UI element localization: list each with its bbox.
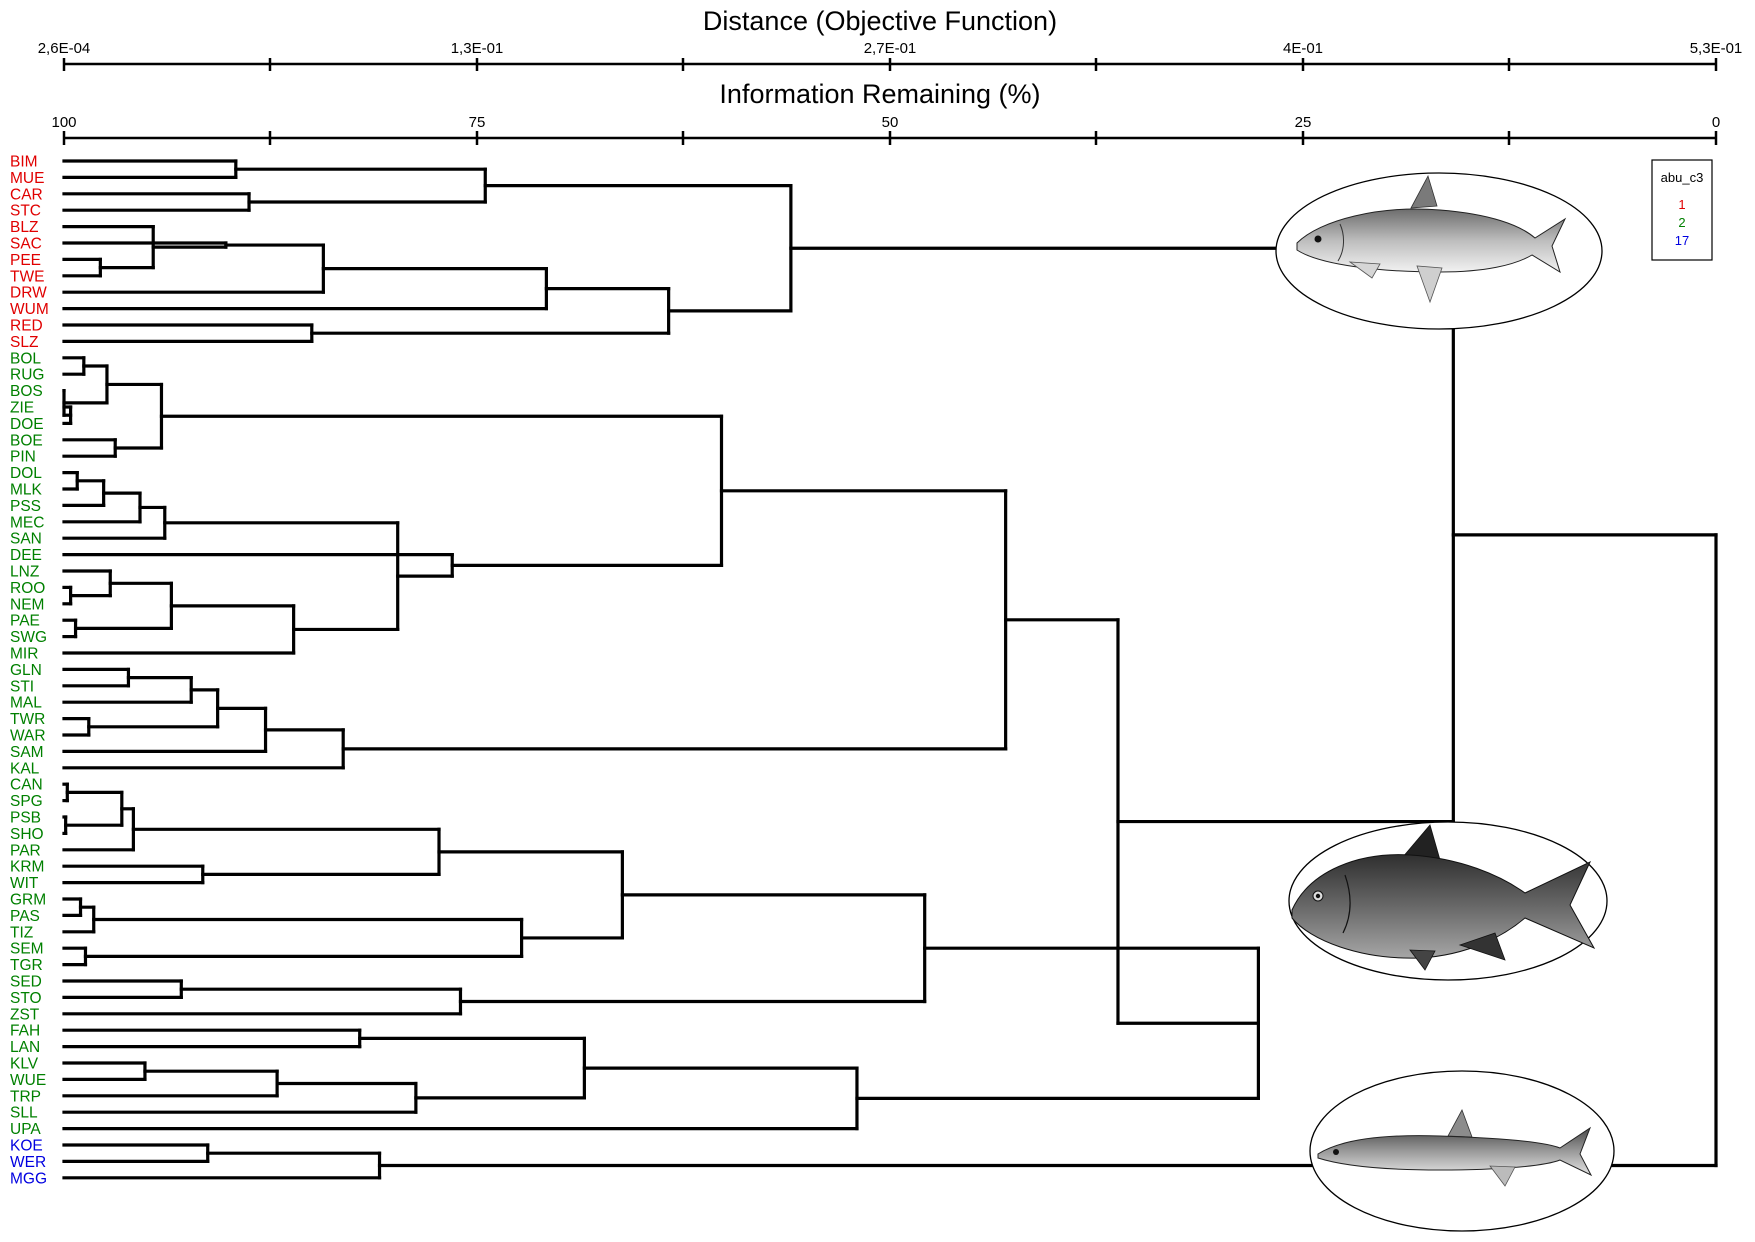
distance-tick-label: 5,3E-01: [1690, 40, 1743, 57]
leaf-label: GLN: [10, 662, 42, 679]
leaf-label: DOL: [10, 465, 42, 482]
leaf-label: TRP: [10, 1088, 41, 1105]
leaf-label: DOE: [10, 416, 44, 433]
leaf-label: MIR: [10, 646, 38, 663]
leaf-label: BOL: [10, 350, 41, 367]
leaf-label: UPA: [10, 1121, 41, 1138]
legend: abu_c3 1 2 17: [1652, 160, 1712, 260]
leaf-label: PEE: [10, 252, 41, 269]
legend-entry: 2: [1678, 215, 1685, 230]
leaf-label: DRW: [10, 285, 47, 302]
leaf-label: MLK: [10, 482, 43, 499]
leaf-label: MGG: [10, 1170, 47, 1187]
leaf-label: STO: [10, 990, 42, 1007]
distance-tick-label: 2,7E-01: [864, 40, 917, 57]
leaf-label: TWE: [10, 268, 44, 285]
leaf-label: GRM: [10, 892, 46, 909]
leaf-label: SAC: [10, 236, 42, 253]
leaf-label: TWR: [10, 711, 45, 728]
leaf-label: PAS: [10, 908, 40, 925]
legend-title: abu_c3: [1661, 170, 1704, 185]
leaf-label: MAL: [10, 695, 42, 712]
leaf-label: KRM: [10, 859, 44, 876]
leaf-label: WIT: [10, 875, 39, 892]
leaf-label: DEE: [10, 547, 42, 564]
information-tick-label: 50: [882, 114, 899, 131]
leaf-label: SHO: [10, 826, 44, 843]
leaf-label: MUE: [10, 170, 44, 187]
leaf-label: STI: [10, 678, 34, 695]
leaf-label: SPG: [10, 793, 43, 810]
smelt-illustration: [1310, 1071, 1614, 1231]
whitefish-illustration: [1276, 173, 1602, 329]
leaf-label: CAN: [10, 777, 43, 794]
leaf-labels: BIMMUECARSTCBLZSACPEETWEDRWWUMREDSLZBOLR…: [10, 154, 49, 1188]
leaf-label: SAN: [10, 531, 42, 548]
leaf-label: KOE: [10, 1138, 43, 1155]
leaf-label: SLZ: [10, 334, 38, 351]
distance-tick-label: 1,3E-01: [451, 40, 504, 57]
leaf-label: KAL: [10, 760, 40, 777]
leaf-label: MEC: [10, 514, 44, 531]
leaf-label: CAR: [10, 186, 43, 203]
leaf-label: STC: [10, 203, 41, 220]
information-tick-label: 75: [469, 114, 486, 131]
distance-axis: 2,6E-04 1,3E-01 2,7E-01 4E-01 5,3E-01: [38, 40, 1743, 71]
leaf-label: NEM: [10, 596, 44, 613]
leaf-label: LNZ: [10, 564, 39, 581]
leaf-label: BIM: [10, 154, 38, 171]
leaf-label: WER: [10, 1154, 46, 1171]
leaf-label: WUM: [10, 301, 49, 318]
leaf-label: FAH: [10, 1023, 40, 1040]
leaf-label: PAE: [10, 613, 40, 630]
leaf-label: SLL: [10, 1105, 38, 1122]
leaf-label: WAR: [10, 728, 46, 745]
leaf-label: BOS: [10, 383, 43, 400]
distance-tick-label: 2,6E-04: [38, 40, 91, 57]
leaf-label: PSB: [10, 810, 41, 827]
distance-tick-label: 4E-01: [1283, 40, 1323, 57]
leaf-label: ROO: [10, 580, 45, 597]
leaf-label: PSS: [10, 498, 41, 515]
leaf-label: LAN: [10, 1039, 40, 1056]
information-axis: 100 75 50 25 0: [51, 114, 1720, 145]
legend-entry: 17: [1675, 233, 1689, 248]
leaf-label: SAM: [10, 744, 44, 761]
distance-axis-title: Distance (Objective Function): [703, 6, 1057, 36]
bream-illustration: [1289, 822, 1607, 980]
leaf-label: TGR: [10, 957, 43, 974]
leaf-label: SED: [10, 974, 42, 991]
leaf-label: PAR: [10, 842, 41, 859]
leaf-label: RUG: [10, 367, 44, 384]
leaf-label: WUE: [10, 1072, 46, 1089]
leaf-label: TIZ: [10, 924, 33, 941]
leaf-label: SEM: [10, 941, 44, 958]
leaf-label: ZIE: [10, 400, 34, 417]
information-axis-title: Information Remaining (%): [719, 79, 1040, 109]
leaf-label: RED: [10, 318, 43, 335]
leaf-label: SWG: [10, 629, 47, 646]
leaf-label: BOE: [10, 432, 43, 449]
information-tick-label: 25: [1295, 114, 1312, 131]
leaf-label: PIN: [10, 449, 36, 466]
leaf-label: ZST: [10, 1006, 40, 1023]
legend-entry: 1: [1678, 197, 1685, 212]
information-tick-label: 0: [1712, 114, 1720, 131]
information-tick-label: 100: [51, 114, 76, 131]
leaf-label: BLZ: [10, 219, 38, 236]
leaf-label: KLV: [10, 1056, 39, 1073]
